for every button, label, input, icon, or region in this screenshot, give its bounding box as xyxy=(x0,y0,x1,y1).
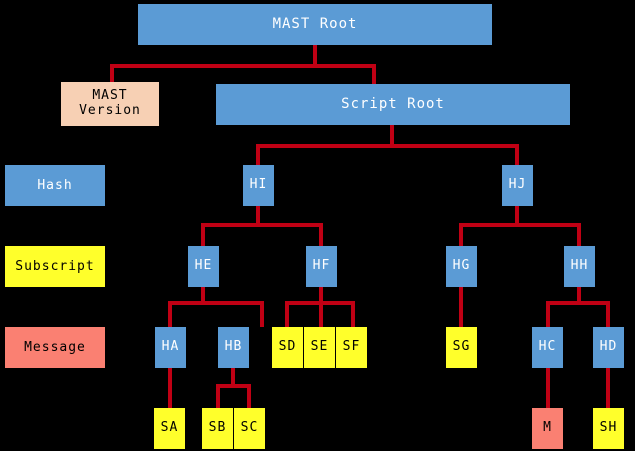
node-hb[interactable]: HB xyxy=(218,327,249,368)
edge-to-hc xyxy=(546,301,550,327)
node-hi[interactable]: HI xyxy=(243,165,274,206)
edge-hc-to-m xyxy=(546,368,550,410)
edge-hj-stem xyxy=(515,205,519,225)
edge-to-he xyxy=(201,223,205,247)
edge-hb-bus xyxy=(216,384,251,388)
node-sa[interactable]: SA xyxy=(154,408,185,449)
edge-to-hj xyxy=(515,144,519,166)
node-sc[interactable]: SC xyxy=(234,408,265,449)
edge-mast-root-bus xyxy=(110,64,376,68)
node-hc[interactable]: HC xyxy=(532,327,563,368)
node-se[interactable]: SE xyxy=(304,327,335,368)
node-script-root[interactable]: Script Root xyxy=(216,84,570,125)
node-mast-root[interactable]: MAST Root xyxy=(138,4,492,45)
edge-hg-to-sg xyxy=(459,287,463,327)
edge-he-stem xyxy=(201,287,205,303)
edge-to-ha xyxy=(168,301,172,327)
node-sf[interactable]: SF xyxy=(336,327,367,368)
edge-script-root-bus xyxy=(256,144,519,148)
node-he[interactable]: HE xyxy=(188,246,219,287)
node-sh[interactable]: SH xyxy=(593,408,624,449)
node-hd[interactable]: HD xyxy=(593,327,624,368)
edge-to-hi xyxy=(256,144,260,166)
node-sb[interactable]: SB xyxy=(202,408,233,449)
node-hh[interactable]: HH xyxy=(564,246,595,287)
edge-to-hg xyxy=(459,223,463,247)
edge-to-sb xyxy=(216,384,220,410)
edge-hi-stem xyxy=(256,205,260,225)
node-hf[interactable]: HF xyxy=(306,246,337,287)
edge-to-sd xyxy=(285,301,289,327)
edge-hj-bus xyxy=(459,223,581,227)
edge-to-script-root xyxy=(372,64,376,84)
edge-hb-stem xyxy=(231,368,235,386)
node-ha[interactable]: HA xyxy=(155,327,186,368)
edge-to-hd xyxy=(606,301,610,327)
edge-script-root-stem xyxy=(390,124,394,146)
edge-hi-bus xyxy=(201,223,323,227)
edge-to-sc xyxy=(247,384,251,410)
node-sd[interactable]: SD xyxy=(272,327,303,368)
edge-to-hb xyxy=(260,301,264,327)
node-m[interactable]: M xyxy=(532,408,563,449)
node-hg[interactable]: HG xyxy=(446,246,477,287)
edge-to-mast-version xyxy=(110,64,114,84)
edge-hf-stem xyxy=(319,287,323,303)
node-mast-version[interactable]: MAST Version xyxy=(61,82,159,126)
edge-to-hh xyxy=(577,223,581,247)
edge-ha-to-sa xyxy=(168,368,172,410)
legend-item-subscript: Subscript xyxy=(5,246,105,287)
edge-to-se xyxy=(319,301,323,327)
edge-he-bus xyxy=(168,301,264,305)
edge-to-sf xyxy=(351,301,355,327)
legend-item-message: Message xyxy=(5,327,105,368)
edge-hh-stem xyxy=(577,287,581,303)
legend-item-hash: Hash xyxy=(5,165,105,206)
edge-hd-to-sh xyxy=(606,368,610,410)
edge-mast-root-stem xyxy=(313,44,317,66)
edge-to-hf xyxy=(319,223,323,247)
node-hj[interactable]: HJ xyxy=(502,165,533,206)
edge-hh-bus xyxy=(546,301,610,305)
node-sg[interactable]: SG xyxy=(446,327,477,368)
